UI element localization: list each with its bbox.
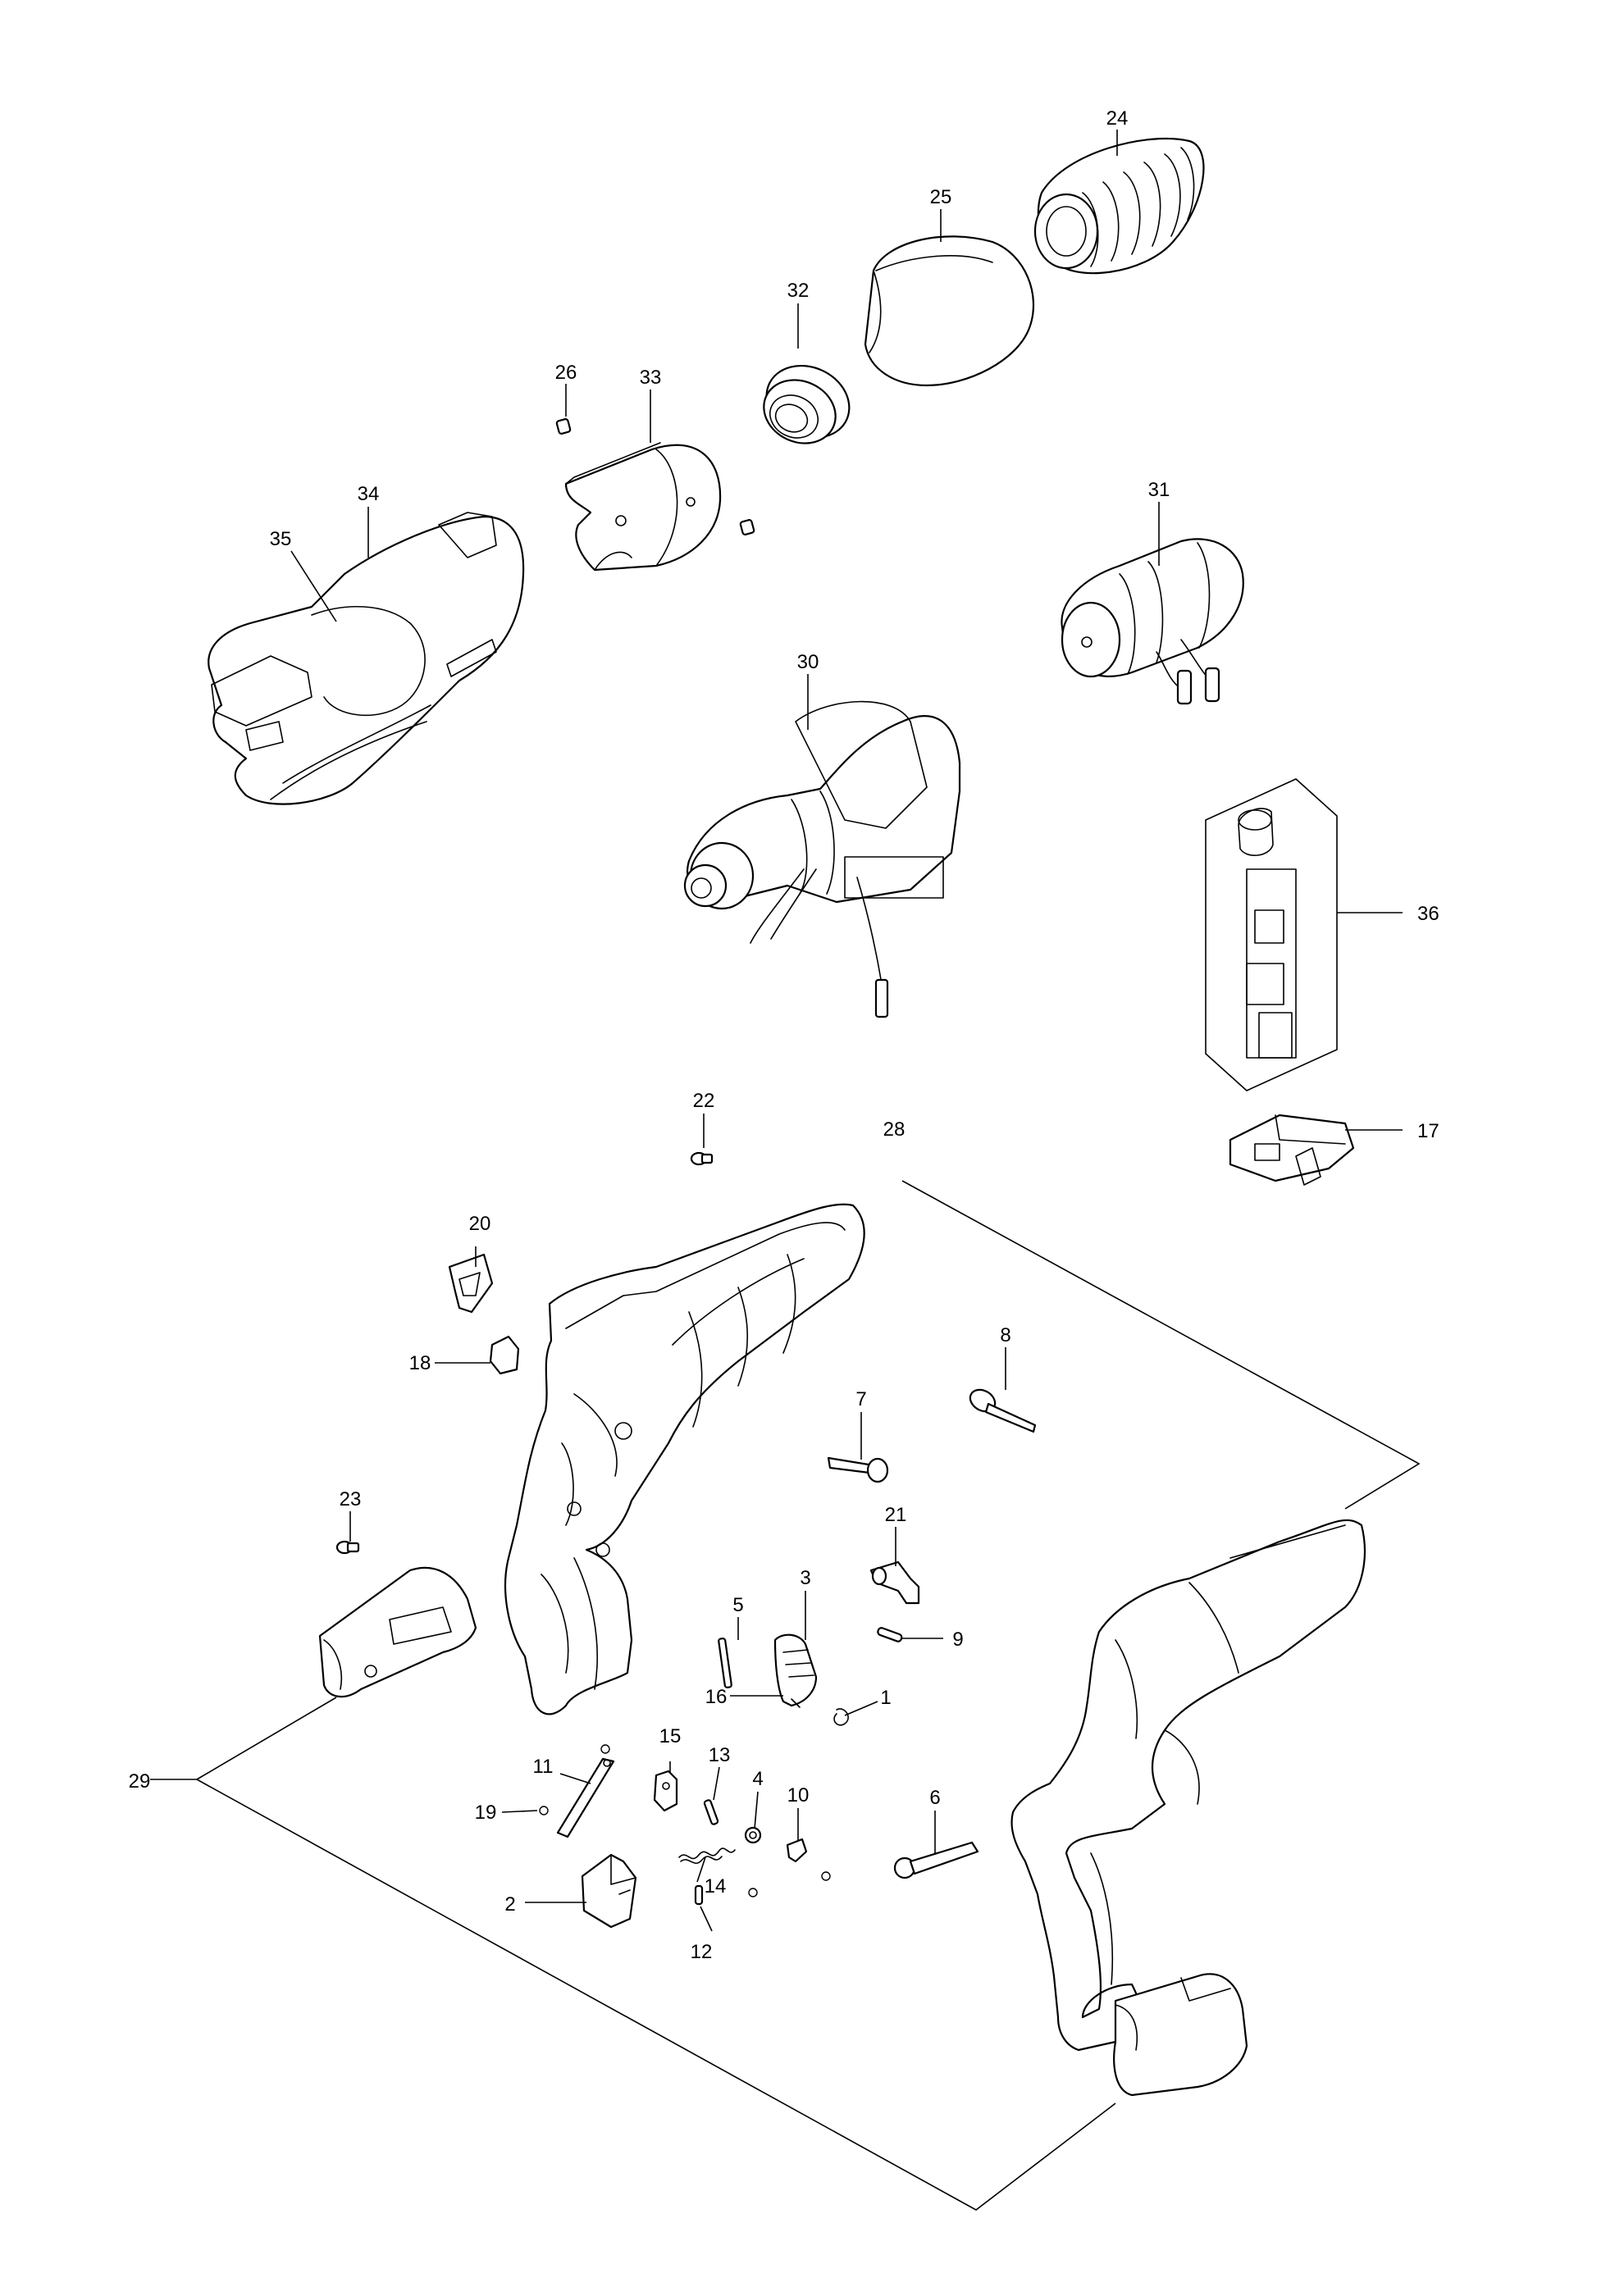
label-24: 24 — [1106, 107, 1129, 130]
label-36: 36 — [1417, 903, 1439, 925]
pin-part-21 — [869, 1560, 920, 1605]
motor-part-31 — [1061, 538, 1244, 705]
link-part-11 — [556, 1757, 615, 1838]
spring-part-24 — [1033, 138, 1205, 275]
sleeve-part-33 — [564, 442, 722, 572]
label-16: 16 — [705, 1686, 728, 1708]
motor-assembly-part-30 — [683, 700, 961, 1018]
label-18: 18 — [409, 1352, 431, 1374]
label-14: 14 — [705, 1875, 727, 1897]
front-housing-part-34 — [208, 512, 525, 805]
label-33: 33 — [640, 367, 662, 389]
spring-part-4 — [744, 1826, 762, 1844]
label-30: 30 — [797, 651, 819, 673]
bearing-part-32 — [763, 364, 851, 444]
spring-part-16 — [791, 1698, 801, 1708]
lever-part-6 — [893, 1841, 979, 1879]
label-3: 3 — [800, 1567, 810, 1589]
label-5: 5 — [732, 1594, 743, 1616]
label-23: 23 — [340, 1488, 362, 1510]
clip-part-18 — [489, 1335, 520, 1375]
screw-part-22 — [690, 1151, 714, 1166]
part-number-labels: 24 25 32 26 33 34 35 31 30 36 17 22 28 2… — [129, 107, 1439, 1963]
spring-part-1 — [833, 1708, 849, 1726]
pin-part-9 — [877, 1627, 903, 1642]
pin-part-8 — [969, 1388, 1037, 1433]
switch-part-17 — [1229, 1114, 1355, 1186]
label-31: 31 — [1148, 479, 1170, 501]
screw-part-23 — [335, 1540, 360, 1555]
label-21: 21 — [885, 1504, 907, 1526]
label-32: 32 — [787, 280, 810, 302]
pin-part-7 — [827, 1456, 889, 1483]
label-8: 8 — [1000, 1324, 1010, 1346]
part-15 — [653, 1770, 678, 1812]
screw-part-26 — [555, 418, 755, 535]
label-1: 1 — [880, 1687, 891, 1709]
housing-half-part-28 — [504, 1203, 865, 1715]
label-15: 15 — [659, 1725, 682, 1747]
pin-part-13 — [703, 1799, 719, 1825]
pin-part-12 — [694, 1884, 704, 1906]
label-13: 13 — [709, 1744, 731, 1766]
label-7: 7 — [855, 1388, 866, 1410]
end-cap-right — [1113, 1973, 1248, 2097]
switch-set-box-36 — [1205, 778, 1338, 1091]
switch-part-2 — [581, 1853, 637, 1929]
label-28: 28 — [883, 1118, 906, 1141]
housing-half-part-29 — [1010, 1519, 1366, 2052]
label-12: 12 — [691, 1941, 713, 1963]
label-2: 2 — [504, 1893, 515, 1916]
trigger-part-3 — [773, 1633, 818, 1707]
label-26: 26 — [555, 362, 577, 384]
label-10: 10 — [787, 1784, 810, 1806]
label-9: 9 — [952, 1629, 963, 1651]
leader-lines — [150, 130, 1403, 1932]
label-19: 19 — [475, 1802, 497, 1824]
label-25: 25 — [930, 186, 952, 208]
part-10 — [786, 1838, 808, 1863]
spring-part-14 — [678, 1847, 736, 1865]
clip-part-20 — [448, 1253, 494, 1314]
label-34: 34 — [358, 483, 380, 505]
e-ring-part-19 — [539, 1744, 831, 1897]
label-20: 20 — [469, 1213, 491, 1235]
label-11: 11 — [533, 1756, 554, 1778]
pin-part-5 — [718, 1638, 732, 1688]
end-cap-left — [318, 1566, 477, 1698]
label-29: 29 — [129, 1770, 151, 1793]
assembly-frame-lines — [196, 1180, 1421, 2211]
label-22: 22 — [693, 1090, 715, 1112]
label-35: 35 — [270, 528, 292, 550]
label-4: 4 — [752, 1768, 763, 1790]
cap-part-25 — [864, 235, 1035, 387]
label-6: 6 — [929, 1787, 940, 1809]
label-17: 17 — [1417, 1120, 1439, 1142]
